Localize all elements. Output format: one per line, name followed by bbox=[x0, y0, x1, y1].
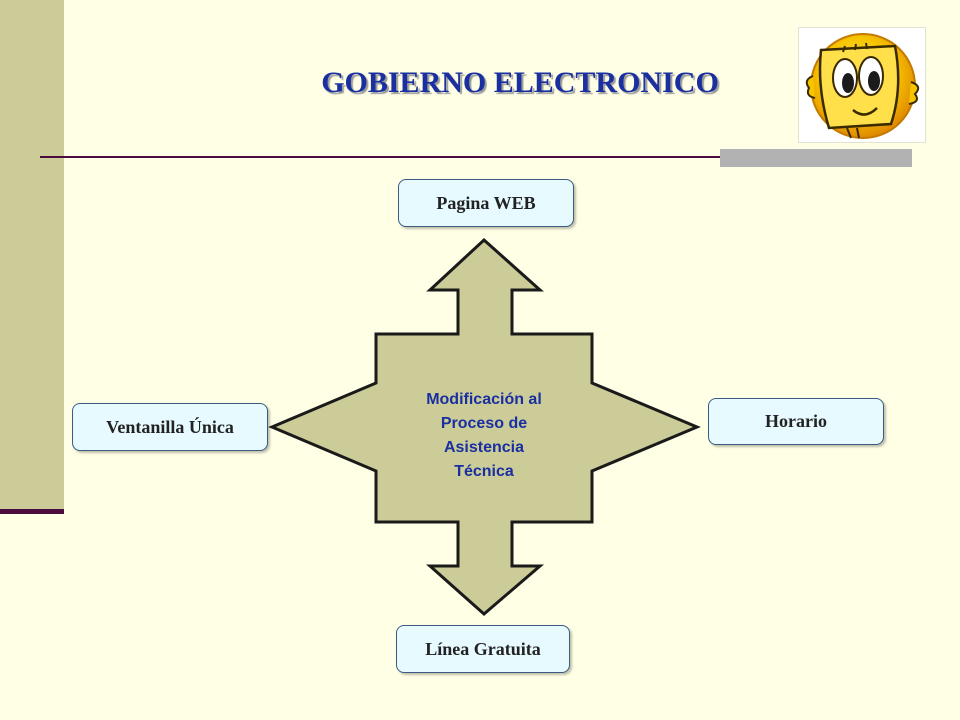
smiley-mascot-icon bbox=[798, 27, 926, 143]
center-line: Asistencia bbox=[443, 439, 525, 456]
left-bar-underline bbox=[0, 509, 64, 514]
node-ventanilla-unica: Ventanilla Única bbox=[72, 403, 268, 451]
node-linea-gratuita: Línea Gratuita bbox=[396, 625, 570, 673]
center-line: Proceso de bbox=[440, 415, 528, 432]
left-sidebar-bar bbox=[0, 0, 64, 512]
center-line: Técnica bbox=[454, 463, 514, 480]
title-rule-accent bbox=[720, 149, 912, 167]
center-line: Modificación al bbox=[426, 391, 542, 408]
node-pagina-web: Pagina WEB bbox=[398, 179, 574, 227]
center-process-label: Modificación al Proceso de Asistencia Té… bbox=[388, 388, 580, 484]
title-rule bbox=[40, 156, 912, 158]
slide-title: GOBIERNO ELECTRONICO bbox=[321, 66, 719, 99]
node-horario: Horario bbox=[708, 398, 884, 445]
four-way-arrow bbox=[268, 237, 701, 616]
